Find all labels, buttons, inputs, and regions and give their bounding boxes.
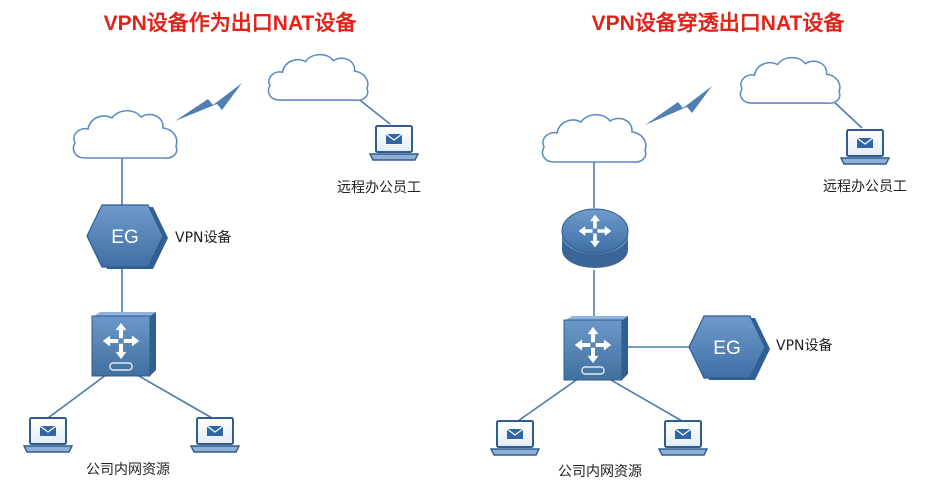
left-lan-laptop-icon-1 bbox=[23, 417, 73, 453]
right-lan-label: 公司内网资源 bbox=[558, 464, 642, 480]
left-vpn-label: VPN设备 bbox=[175, 229, 232, 246]
left-lan-laptop-icon-2 bbox=[190, 417, 240, 453]
left-cloud-icon-office bbox=[72, 109, 178, 159]
left-link-switch-laptop1 bbox=[47, 371, 111, 419]
right-router-icon bbox=[561, 208, 629, 268]
left-diagram-title: VPN设备作为出口NAT设备 bbox=[104, 11, 358, 35]
right-remote-label: 远程办公员工 bbox=[823, 179, 907, 195]
left-eg-text: EG bbox=[111, 227, 138, 248]
left-lightning-icon bbox=[175, 83, 242, 121]
left-eg-gateway-icon: EG bbox=[86, 204, 168, 269]
right-lan-laptop-icon-1 bbox=[490, 420, 540, 456]
left-remote-laptop-icon bbox=[369, 125, 419, 161]
right-diagram-title: VPN设备穿透出口NAT设备 bbox=[592, 11, 846, 35]
right-link-switch-laptop1 bbox=[517, 375, 583, 422]
right-eg-gateway-icon: EG bbox=[688, 315, 770, 380]
left-lan-label: 公司内网资源 bbox=[86, 462, 170, 478]
left-switch-icon bbox=[91, 312, 156, 377]
left-cloud-icon-remote bbox=[267, 53, 369, 101]
right-switch-icon bbox=[563, 316, 628, 381]
right-remote-laptop-icon bbox=[840, 129, 890, 165]
right-vpn-label: VPN设备 bbox=[776, 337, 833, 354]
right-cloud-icon-office bbox=[541, 113, 647, 163]
right-eg-text: EG bbox=[713, 338, 740, 359]
left-link-switch-laptop2 bbox=[131, 371, 213, 419]
right-cloud-icon-remote bbox=[739, 56, 841, 104]
left-remote-label: 远程办公员工 bbox=[337, 180, 421, 196]
right-lightning-icon bbox=[645, 86, 712, 125]
left-link-cloud-remote bbox=[355, 96, 391, 125]
right-lan-laptop-icon-2 bbox=[658, 420, 708, 456]
right-link-switch-laptop2 bbox=[603, 375, 683, 422]
right-link-cloud-remote bbox=[831, 99, 863, 129]
